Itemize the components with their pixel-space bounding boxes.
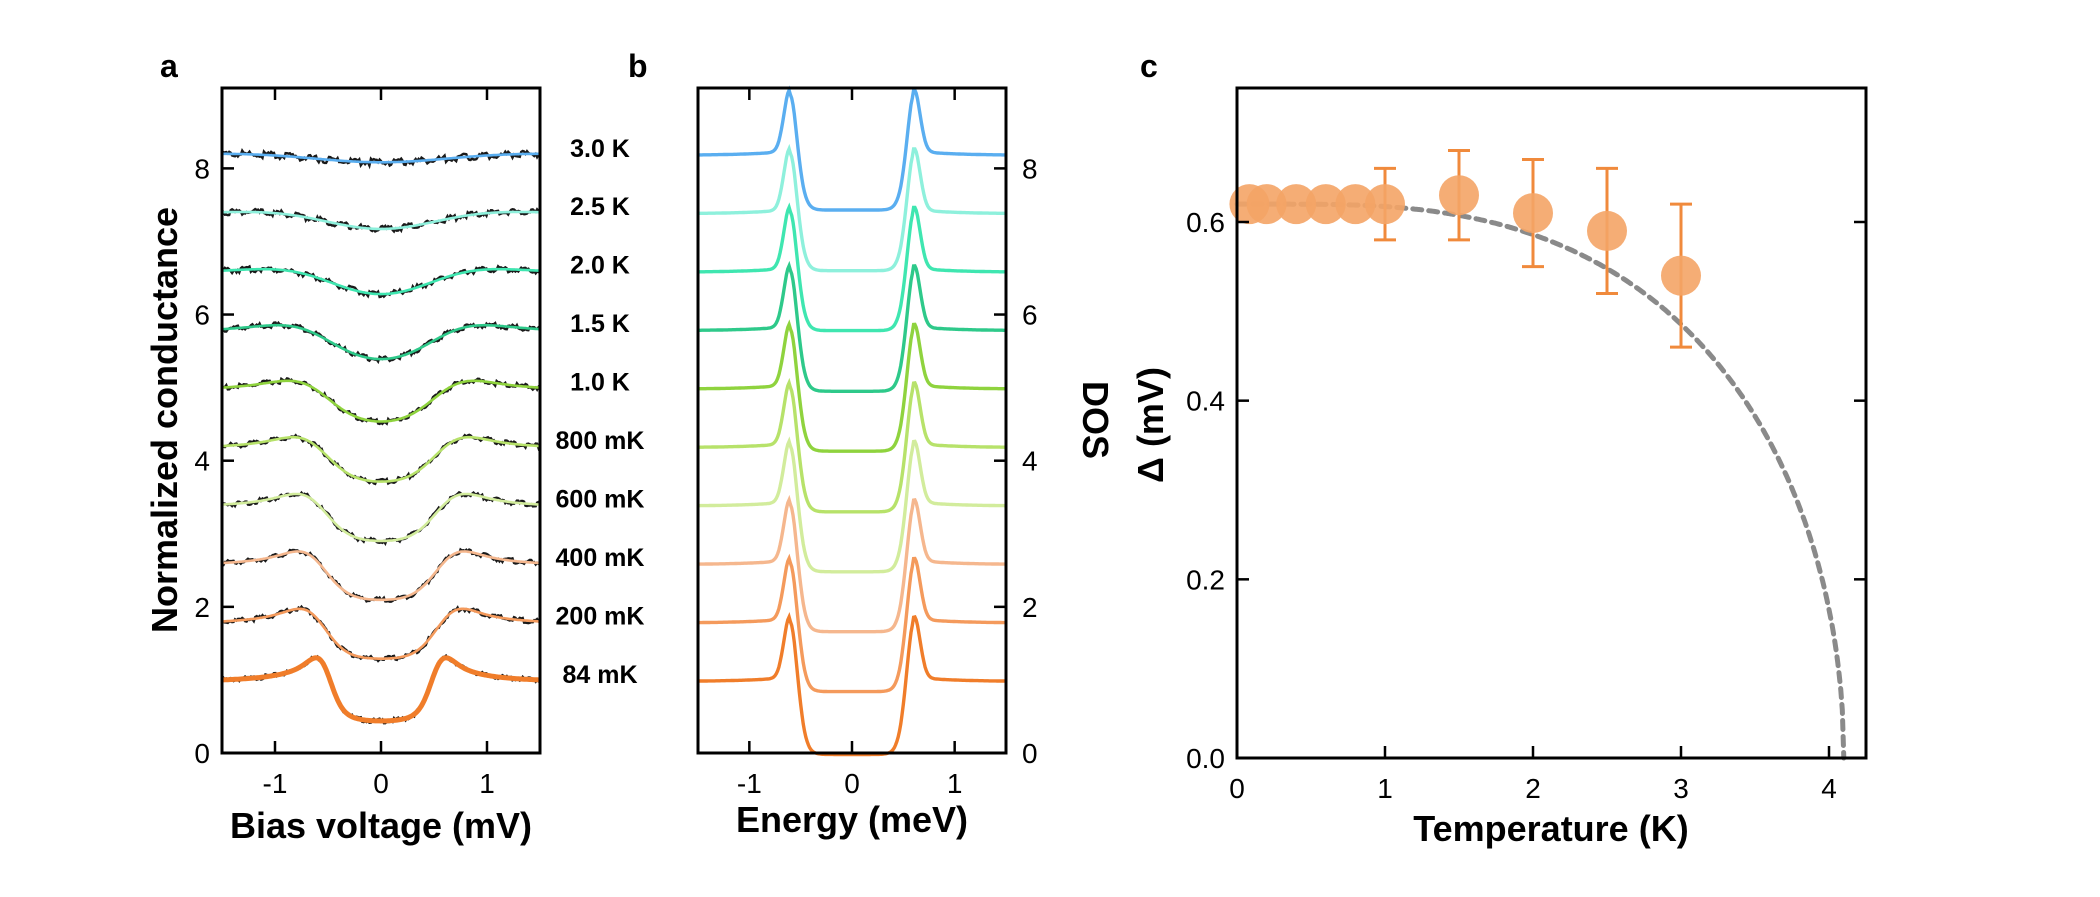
panel-b-ylabel: DOS — [1075, 381, 1116, 459]
gap-data-point — [1587, 210, 1627, 251]
temperature-label: 1.0 K — [570, 369, 630, 397]
gap-data-point — [1439, 175, 1479, 216]
panel-a-fit-2 — [221, 550, 541, 602]
panel-b-dos-curve-9 — [698, 85, 1006, 212]
temperature-label: 600 mK — [556, 486, 645, 514]
panel-b-dos-curve-7 — [698, 202, 1006, 333]
gap-data-point — [1305, 184, 1346, 225]
panel-c-ytick-label: 0.0 — [1186, 743, 1225, 774]
bcs-fit-curve — [1234, 201, 1847, 761]
panel-c-ytick-label: 0.4 — [1186, 386, 1225, 417]
panel-b-dos-curve-6 — [698, 260, 1006, 393]
panel-c-xtick-label: 3 — [1673, 773, 1689, 804]
panel-b-dos-curve-4 — [698, 377, 1006, 514]
panel-b-xtick-label: -1 — [737, 768, 762, 799]
panel-a-xtick-label: -1 — [263, 768, 288, 799]
panel-c-axes: 0 1 2 3 4 0.0 0.2 0.4 0.6 — [1186, 207, 1866, 804]
panel-a-ytick-label: 8 — [194, 153, 210, 184]
panel-a-fit-3 — [222, 492, 540, 543]
panel-a-fit-4 — [221, 435, 541, 483]
panel-b-ytick-label: 2 — [1022, 592, 1038, 623]
panel-a-fit-6 — [221, 323, 541, 361]
temperature-label: 2.5 K — [570, 193, 630, 221]
panel-a-xtick-label: 0 — [373, 768, 389, 799]
panel-c-ytick-label: 0.6 — [1186, 207, 1225, 238]
panel-c-gap-vs-temperature-plot: 0 1 2 3 4 0.0 0.2 0.4 0.6 Temperature (K) Δ (mV) — [1130, 86, 1868, 849]
panel-a-fit-8 — [222, 210, 540, 231]
panel-a-data-5 — [221, 376, 541, 426]
panel-b-dos-curve-2 — [698, 494, 1006, 634]
panel-b-xtick-label: 0 — [844, 768, 860, 799]
panel-a-fit-9 — [222, 152, 540, 164]
panel-c-xtick-label: 2 — [1525, 773, 1541, 804]
panel-b-dos-curve-3 — [698, 436, 1006, 574]
temperature-label: 400 mK — [556, 544, 645, 572]
panel-c-xtick-label: 0 — [1229, 773, 1245, 804]
panel-a-fit-0 — [222, 655, 540, 724]
gap-data-point — [1246, 184, 1287, 225]
panel-letter-c: c — [1140, 48, 1158, 84]
panel-b-frame — [696, 86, 1008, 755]
panel-c-xtick-label: 4 — [1821, 773, 1837, 804]
panel-a-curves — [220, 147, 542, 725]
panel-b-dos-curve-1 — [698, 553, 1006, 694]
temperature-label: 3.0 K — [570, 135, 630, 163]
panel-b-curves — [697, 85, 1007, 757]
panel-a-data-4 — [221, 433, 541, 486]
panel-a-fit-7 — [221, 267, 541, 296]
panel-c-xlabel: Temperature (K) — [1413, 808, 1688, 849]
panel-b-ytick-label: 8 — [1022, 153, 1038, 184]
temperature-label: 800 mK — [556, 427, 645, 455]
panel-a-fit-5 — [221, 379, 541, 423]
panel-letter-b: b — [628, 48, 648, 84]
temperature-label: 2.0 K — [570, 252, 630, 280]
panel-a-data-6 — [221, 320, 542, 365]
panel-a-xtick-label: 1 — [479, 768, 495, 799]
panel-b-ytick-label: 0 — [1022, 738, 1038, 769]
panel-b-ytick-label: 6 — [1022, 300, 1038, 331]
panel-b-ytick-label: 4 — [1022, 446, 1038, 477]
panel-b-axes: -1 0 1 0 2 4 6 8 — [737, 88, 1038, 799]
panel-a-axes: -1 0 1 0 2 4 6 8 — [194, 88, 495, 799]
panel-a-data-0 — [220, 653, 541, 725]
gap-data-point — [1365, 184, 1405, 225]
panel-c-frame — [1235, 86, 1868, 760]
panel-a-fit-1 — [221, 607, 541, 660]
panel-b-dos-curve-5 — [698, 319, 1006, 453]
panel-a-ytick-label: 0 — [194, 738, 210, 769]
panel-c-data-points — [1229, 149, 1701, 349]
panel-c-ytick-label: 0.2 — [1186, 564, 1225, 595]
temperature-label: 1.5 K — [570, 310, 630, 338]
gap-data-point — [1661, 255, 1701, 296]
gap-data-point — [1513, 193, 1553, 234]
panel-c-fit-curve — [1234, 201, 1847, 761]
panel-b-xlabel: Energy (meV) — [736, 799, 968, 840]
panel-a-ytick-label: 2 — [194, 592, 210, 623]
panel-a-conductance-plot: -1 0 1 0 2 4 6 8 84 mK 200 mK 400 mK 600 mK 800 mK 1… — [144, 86, 645, 846]
panel-a-data-7 — [222, 264, 541, 299]
panel-a-temperature-labels: 84 mK 200 mK 400 mK 600 mK 800 mK 1.0 K 1.5 K 2… — [556, 135, 645, 689]
panel-b-xtick-label: 1 — [947, 768, 963, 799]
temperature-label: 200 mK — [556, 602, 645, 630]
panel-b-dos-curve-0 — [698, 611, 1006, 757]
temperature-label: 84 mK — [562, 661, 637, 689]
panel-c-ylabel: Δ (mV) — [1130, 367, 1171, 483]
panel-c-xtick-label: 1 — [1377, 773, 1393, 804]
gap-data-point — [1335, 184, 1376, 225]
panel-b-dos-plot: -1 0 1 0 2 4 6 8 Energy (meV) DOS — [696, 85, 1116, 840]
panel-a-ylabel: Normalized conductance — [144, 207, 185, 633]
panel-a-ytick-label: 6 — [194, 300, 210, 331]
panel-b-dos-curve-8 — [697, 143, 1007, 273]
panel-a-xlabel: Bias voltage (mV) — [230, 805, 532, 846]
gap-data-point — [1276, 184, 1317, 225]
panel-letter-a: a — [160, 48, 178, 84]
panel-a-ytick-label: 4 — [194, 446, 210, 477]
